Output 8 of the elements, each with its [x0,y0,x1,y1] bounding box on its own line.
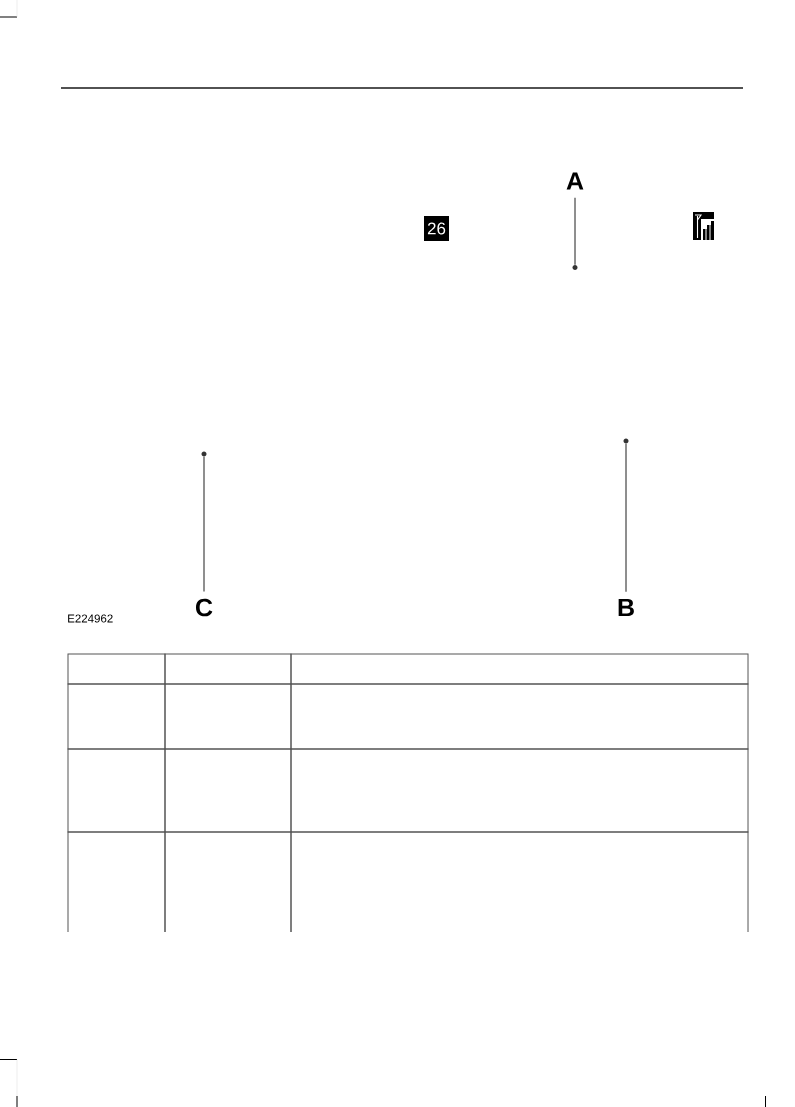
number-badge: 26 [424,216,449,241]
leader-line [574,197,576,266]
leader-line [625,443,627,593]
callout-letter: B [618,598,634,617]
callout-letter: A [566,172,584,190]
leader-line [203,456,205,592]
callout-letter: C [196,598,213,617]
figure-code: E224962 [68,614,113,623]
